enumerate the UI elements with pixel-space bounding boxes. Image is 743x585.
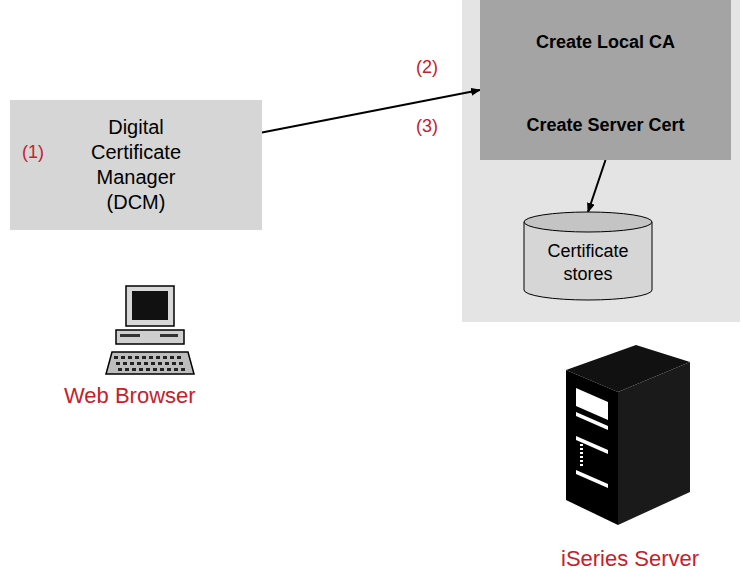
callout-number: (1) bbox=[22, 142, 44, 163]
process-box: Create Local CA Create Server Cert bbox=[480, 0, 731, 160]
step-label: Create Server Cert bbox=[480, 115, 731, 136]
box-label: Digital Certificate Manager (DCM) bbox=[74, 115, 199, 215]
callout-number: (2) bbox=[416, 57, 438, 78]
database-cylinder: Certificate stores bbox=[523, 212, 653, 300]
server-panel bbox=[462, 0, 740, 322]
arrow-connector bbox=[588, 160, 606, 212]
process-box: Digital Certificate Manager (DCM) bbox=[10, 100, 262, 230]
icon-caption: Web Browser bbox=[64, 383, 196, 409]
callout-number: (3) bbox=[416, 116, 438, 137]
arrow-connector bbox=[262, 90, 480, 133]
computer-icon bbox=[106, 286, 194, 374]
server-icon bbox=[566, 345, 690, 525]
step-label: Create Local CA bbox=[480, 32, 731, 53]
icon-caption: iSeries Server bbox=[561, 546, 699, 572]
store-label: Certificate stores bbox=[531, 240, 645, 286]
